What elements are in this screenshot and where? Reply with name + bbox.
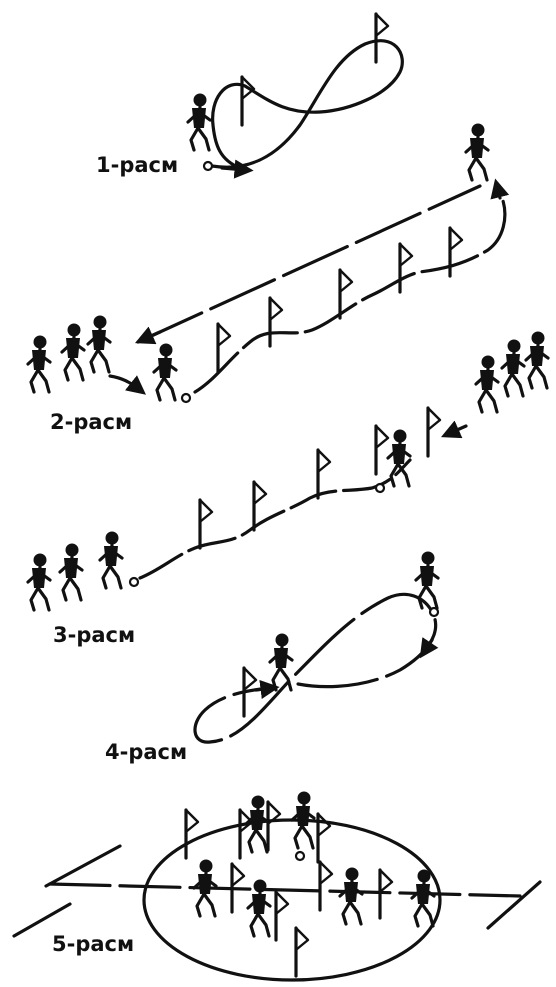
ball-icon xyxy=(204,162,212,170)
player-icon xyxy=(60,544,82,601)
arrow-icon xyxy=(256,688,272,690)
player-icon xyxy=(340,868,362,925)
flag-icon xyxy=(376,426,388,474)
figure-caption-2: 2-расм xyxy=(50,412,132,433)
player-icon xyxy=(270,634,292,691)
flag-icon xyxy=(270,298,282,346)
centre-circle xyxy=(144,820,440,980)
flag-icon xyxy=(200,500,212,548)
ball-icon xyxy=(296,852,304,860)
figure-4-diagram xyxy=(195,552,438,743)
arrow-icon xyxy=(222,168,246,170)
flag-icon xyxy=(276,892,288,940)
flag-icon xyxy=(428,408,440,456)
slalom-path xyxy=(140,460,410,578)
player-icon xyxy=(100,532,122,589)
player-icon xyxy=(476,356,498,413)
dribble-path xyxy=(195,594,436,742)
flag-icon xyxy=(450,228,462,276)
figure-caption-3: 3-расм xyxy=(53,625,135,646)
ball-icon xyxy=(130,578,138,586)
flag-icon xyxy=(296,928,308,976)
flag-icon xyxy=(186,810,198,858)
ball-icon xyxy=(182,394,190,402)
flag-icon xyxy=(268,802,280,850)
arrow-icon xyxy=(497,186,500,198)
player-icon xyxy=(388,430,410,487)
arrow-icon xyxy=(424,640,432,652)
arrow-icon xyxy=(142,332,160,340)
return-path xyxy=(138,186,480,342)
player-icon xyxy=(28,336,50,393)
player-icon xyxy=(416,552,438,609)
figure-caption-1: 1-расм xyxy=(96,155,178,176)
figure-caption-5: 5-расм xyxy=(52,934,134,955)
figure-3-diagram xyxy=(28,332,548,611)
slalom-path xyxy=(195,188,505,392)
player-icon xyxy=(62,324,84,381)
ball-icon xyxy=(430,608,438,616)
flag-icon xyxy=(320,862,332,910)
pitch-line xyxy=(46,846,120,886)
player-icon xyxy=(88,316,110,373)
player-icon xyxy=(502,340,524,397)
player-icon xyxy=(28,554,50,611)
pitch-line xyxy=(488,882,540,928)
flag-icon xyxy=(400,244,412,292)
flag-icon xyxy=(376,14,388,62)
arrow-icon xyxy=(448,426,466,434)
player-icon xyxy=(466,124,488,181)
halfway-line xyxy=(50,884,520,896)
player-icon xyxy=(412,870,434,927)
figure-caption-4: 4-расм xyxy=(105,742,187,763)
figure-1-diagram xyxy=(188,14,402,170)
player-icon xyxy=(526,332,548,389)
ball-icon xyxy=(376,484,384,492)
player-icon xyxy=(188,94,210,151)
arrow-icon xyxy=(110,376,140,390)
player-icon xyxy=(154,344,176,401)
